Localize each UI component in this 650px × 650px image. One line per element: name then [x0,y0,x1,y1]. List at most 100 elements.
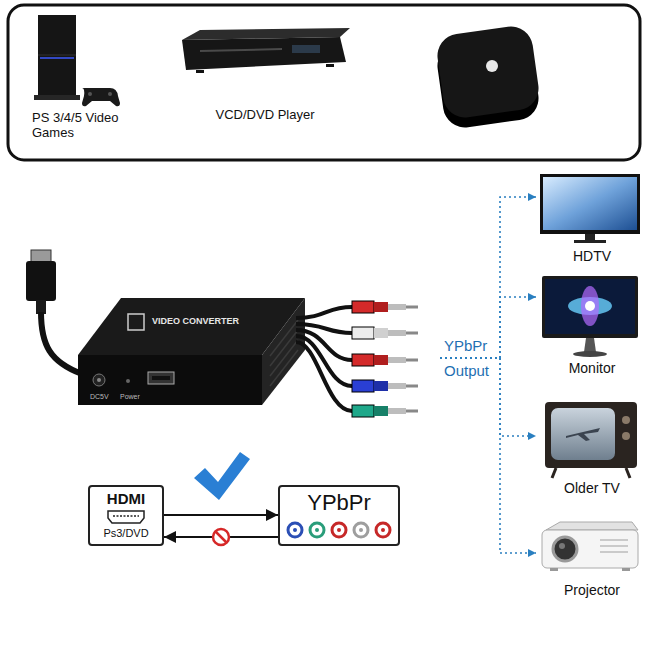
projector-picture [559,543,565,549]
rca-jack-icons [288,523,302,537]
game-console [88,92,92,96]
older-tv-picture [626,468,630,478]
converter-box [148,372,174,384]
dvd-player [182,37,346,70]
rca-plugs [406,410,418,413]
picture-space [32,12,128,110]
source-panel [8,5,640,160]
source-panel [8,5,640,160]
rca-plugs [352,301,418,417]
older-tv-picture [545,402,637,478]
older-tv-picture [566,428,600,441]
projector-picture [553,537,577,561]
node-heading: PS 3/4/5 Video Games [32,110,128,140]
component-cables [296,307,352,318]
source-device: VCD/DVD Player [178,25,352,122]
rca-plugs [374,381,388,391]
node-heading: HDTV [536,248,648,265]
converter-box [128,314,144,330]
rca-jack-icons [288,523,390,537]
older-tv-picture [552,468,556,478]
rca-plugs [352,380,374,392]
projector-picture [542,522,638,571]
projector-picture [600,539,628,541]
hdtv-picture [574,240,606,243]
streaming-box [435,24,542,131]
monitor-picture [581,286,599,326]
hdmi-cable [36,300,46,314]
monitor-picture [585,301,595,311]
older-tv-picture [545,402,637,468]
converter-box: VIDEO CONVERTER [72,292,440,410]
converter-box [270,320,298,356]
streaming-box [435,24,542,121]
signal-label: YPbPr [444,337,487,355]
check-mark [194,452,250,500]
node-text: Ps3/DVD [92,526,160,540]
prohibited-sign [213,529,229,545]
prohibited-sign [216,532,227,543]
projector-picture [550,568,558,571]
game-console [38,55,76,56]
node-heading: YPbPr [282,490,396,516]
signal-connector [440,358,536,436]
icon-space [282,516,396,540]
icon-space [92,508,160,526]
hdtv-picture [543,177,637,230]
projector-picture [546,522,638,530]
output-device: Projector [536,518,648,599]
projector-picture [600,545,628,547]
picture-space [536,398,648,480]
monitor-picture [573,351,607,357]
projector-picture [542,530,638,568]
rca-plugs [388,408,406,414]
rca-jack-icons [337,528,341,532]
converter-box [126,379,130,383]
rca-plugs [352,301,374,313]
node-heading: Older TV [536,480,648,497]
signal-box: YPbPr [278,485,400,546]
check-mark [194,452,250,500]
hdtv-picture [540,174,640,234]
dvd-player [292,45,320,53]
output-device: Older TV [536,398,648,497]
game-console [34,15,120,106]
monitor-picture [542,276,638,357]
game-console [82,88,120,106]
signal-connector [440,358,536,553]
hdtv-picture [540,174,640,243]
hdmi-port-icon [108,511,144,523]
rca-jack-icons [332,523,346,537]
node-heading: VCD/DVD Player [178,107,352,122]
picture-space [536,272,648,360]
rca-plugs [374,406,388,416]
rca-plugs [374,328,388,338]
rca-plugs [388,357,406,363]
converter-box [270,340,298,376]
hdmi-cable [26,250,82,374]
signal-connector [440,297,536,358]
port-label: Power [120,393,140,401]
output-device: HDTV [536,170,648,265]
converter-box [78,355,262,405]
rca-jack-icons [310,523,324,537]
rca-jack-icons [359,528,363,532]
output-device: Monitor [536,272,648,377]
converter-box [270,350,298,386]
converter-box [262,298,305,405]
prohibited-sign [213,529,229,545]
game-console [34,95,80,100]
streaming-box [486,60,498,72]
hdmi-port-icon [113,515,139,517]
game-console [40,57,74,59]
dvd-player [326,64,334,67]
node-heading: HDMI [92,490,160,508]
converter-box [97,378,101,382]
component-cables [296,307,352,411]
component-cables [296,342,352,411]
rca-jack-icons [354,523,368,537]
signal-box: HDMI Ps3/DVD [88,485,164,546]
